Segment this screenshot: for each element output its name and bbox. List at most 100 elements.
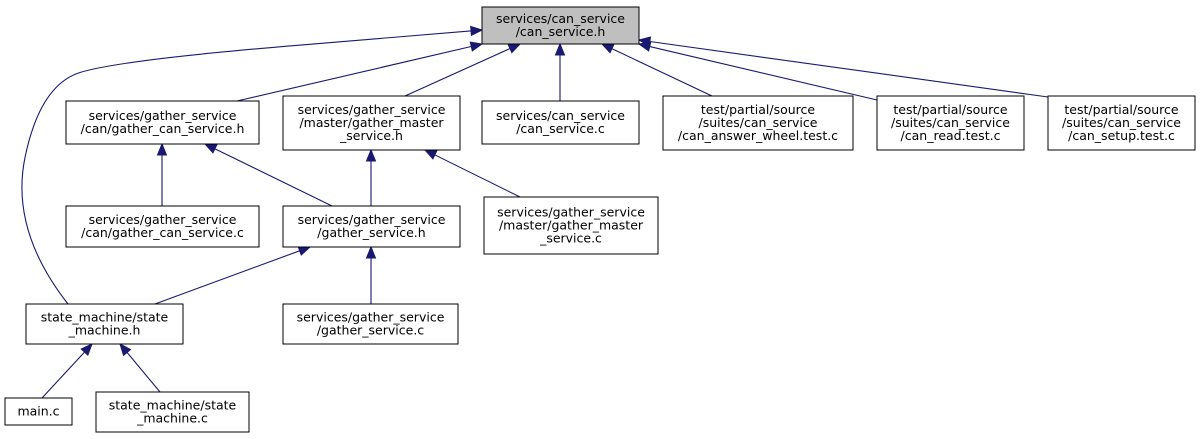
edge-can_setup_test-to-can_service_h: [637, 36, 1049, 98]
node-gather_can_service_h[interactable]: services/gather_service/can/gather_can_s…: [65, 100, 260, 145]
node-box: [481, 6, 640, 45]
node-label-line: _service.h: [339, 128, 403, 143]
edge-can_service_c-to-can_service_h: [554, 42, 566, 101]
edge-line: [648, 45, 878, 101]
node-state_machine_h[interactable]: state_machine/state_machine.h: [25, 303, 184, 345]
arrowhead-icon: [470, 25, 484, 37]
edge-gather_service_h-to-gather_master_service_h: [365, 148, 377, 206]
node-box: [4, 397, 73, 426]
edge-line: [610, 47, 713, 97]
edge-line: [433, 153, 521, 198]
node-box: [282, 95, 461, 151]
node-box: [65, 205, 260, 248]
node-label-line: /can_service.h: [516, 24, 606, 39]
node-label-line: /suites/can_service: [1062, 115, 1181, 130]
arrowhead-icon: [600, 43, 615, 54]
node-label-line: /can_read.test.c: [901, 128, 1001, 143]
arrowhead-icon: [637, 36, 652, 47]
edge-can_read_test-to-can_service_h: [637, 41, 878, 101]
edge-state_machine_h-to-can_service_h: [21, 25, 484, 305]
node-box: [282, 303, 459, 345]
edge-gather_can_service_h-to-can_service_h: [236, 41, 484, 102]
node-label-line: /can_service.c: [516, 121, 605, 136]
node-label-line: services/gather_service: [298, 212, 446, 227]
node-label-line: _machine.c: [136, 411, 208, 426]
edge-gather_service_h-to-gather_can_service_h: [203, 143, 333, 207]
node-gather_can_service_c[interactable]: services/gather_service/can/gather_can_s…: [65, 205, 260, 248]
node-label-line: services/gather_service: [89, 212, 237, 227]
node-label-line: services/can_service: [496, 11, 625, 26]
node-label-line: test/partial/source: [893, 102, 1007, 117]
node-box: [65, 100, 260, 145]
node-gather_master_service_c[interactable]: services/gather_service/master/gather_ma…: [483, 196, 659, 255]
node-label-line: /can_answer_wheel.test.c: [678, 128, 838, 143]
node-box: [25, 303, 184, 345]
node-label-line: /master/gather_master: [299, 115, 444, 130]
nodes-layer: services/can_service/can_service.hservic…: [4, 6, 1196, 433]
arrowhead-icon: [297, 246, 312, 256]
node-label-line: state_machine/state: [109, 398, 237, 413]
node-box: [95, 391, 250, 433]
edge-gather_service_c-to-gather_service_h: [365, 245, 377, 304]
node-label-line: services/can_service: [496, 108, 625, 123]
arrowhead-icon: [203, 143, 218, 154]
node-label-line: services/gather_service: [298, 102, 446, 117]
node-label-line: test/partial/source: [1064, 102, 1178, 117]
node-box: [662, 95, 854, 151]
edge-line: [648, 40, 1049, 98]
node-state_machine_c[interactable]: state_machine/state_machine.c: [95, 391, 250, 433]
node-gather_master_service_h[interactable]: services/gather_service/master/gather_ma…: [282, 95, 461, 151]
node-label-line: services/gather_service: [89, 108, 237, 123]
edge-line: [41, 350, 86, 399]
node-can_service_h[interactable]: services/can_service/can_service.h: [481, 6, 640, 45]
node-gather_service_c[interactable]: services/gather_service/gather_service.c: [282, 303, 459, 345]
node-label-line: services/gather_service: [297, 310, 445, 325]
node-gather_service_h[interactable]: services/gather_service/gather_service.h: [282, 205, 461, 248]
edge-line: [236, 45, 473, 102]
node-can_answer_wheel_test[interactable]: test/partial/source/suites/can_service/c…: [662, 95, 854, 151]
arrowhead-icon: [469, 41, 484, 52]
edge-line: [404, 47, 512, 97]
edge-gather_can_service_c-to-gather_can_service_h: [156, 142, 168, 206]
edge-state_machine_c-to-state_machine_h: [119, 342, 161, 393]
node-label-line: /gather_service.c: [317, 323, 424, 338]
node-label-line: /gather_service.h: [317, 225, 425, 240]
edge-gather_master_service_h-to-can_service_h: [404, 43, 522, 97]
node-box: [1047, 95, 1196, 151]
node-can_read_test[interactable]: test/partial/source/suites/can_service/c…: [876, 95, 1025, 151]
edge-line: [125, 351, 161, 393]
edges-layer: [21, 25, 1049, 399]
node-label-line: /can/gather_can_service.h: [81, 121, 245, 136]
arrowhead-icon: [365, 245, 377, 259]
node-label-line: /can_setup.test.c: [1068, 128, 1175, 143]
edge-can_answer_wheel_test-to-can_service_h: [600, 43, 713, 97]
node-can_setup_test[interactable]: test/partial/source/suites/can_service/c…: [1047, 95, 1196, 151]
arrowhead-icon: [119, 342, 132, 357]
arrowhead-icon: [554, 42, 566, 56]
node-box: [282, 205, 461, 248]
arrowhead-icon: [423, 149, 438, 160]
node-label-line: /suites/can_service: [699, 115, 818, 130]
arrowhead-icon: [365, 148, 377, 162]
node-label-line: services/gather_service: [497, 205, 645, 220]
node-label-line: /can/gather_can_service.c: [81, 225, 244, 240]
arrowhead-icon: [156, 142, 168, 156]
node-can_service_c[interactable]: services/can_service/can_service.c: [481, 100, 640, 145]
edge-state_machine_h-to-gather_service_h: [154, 246, 312, 305]
edge-main_c-to-state_machine_h: [41, 343, 93, 399]
edge-line: [213, 147, 333, 207]
node-box: [483, 196, 659, 255]
node-box: [481, 100, 640, 145]
node-box: [876, 95, 1025, 151]
node-main_c[interactable]: main.c: [4, 397, 73, 426]
arrowhead-icon: [507, 43, 522, 54]
arrowhead-icon: [80, 343, 93, 357]
node-label-line: main.c: [17, 404, 59, 419]
node-label-line: test/partial/source: [701, 102, 815, 117]
node-label-line: _machine.h: [68, 323, 141, 338]
node-label-line: /suites/can_service: [891, 115, 1010, 130]
node-label-line: _service.c: [539, 231, 602, 246]
edge-line: [154, 249, 301, 305]
edge-gather_master_service_c-to-gather_master_service_h: [423, 149, 521, 198]
